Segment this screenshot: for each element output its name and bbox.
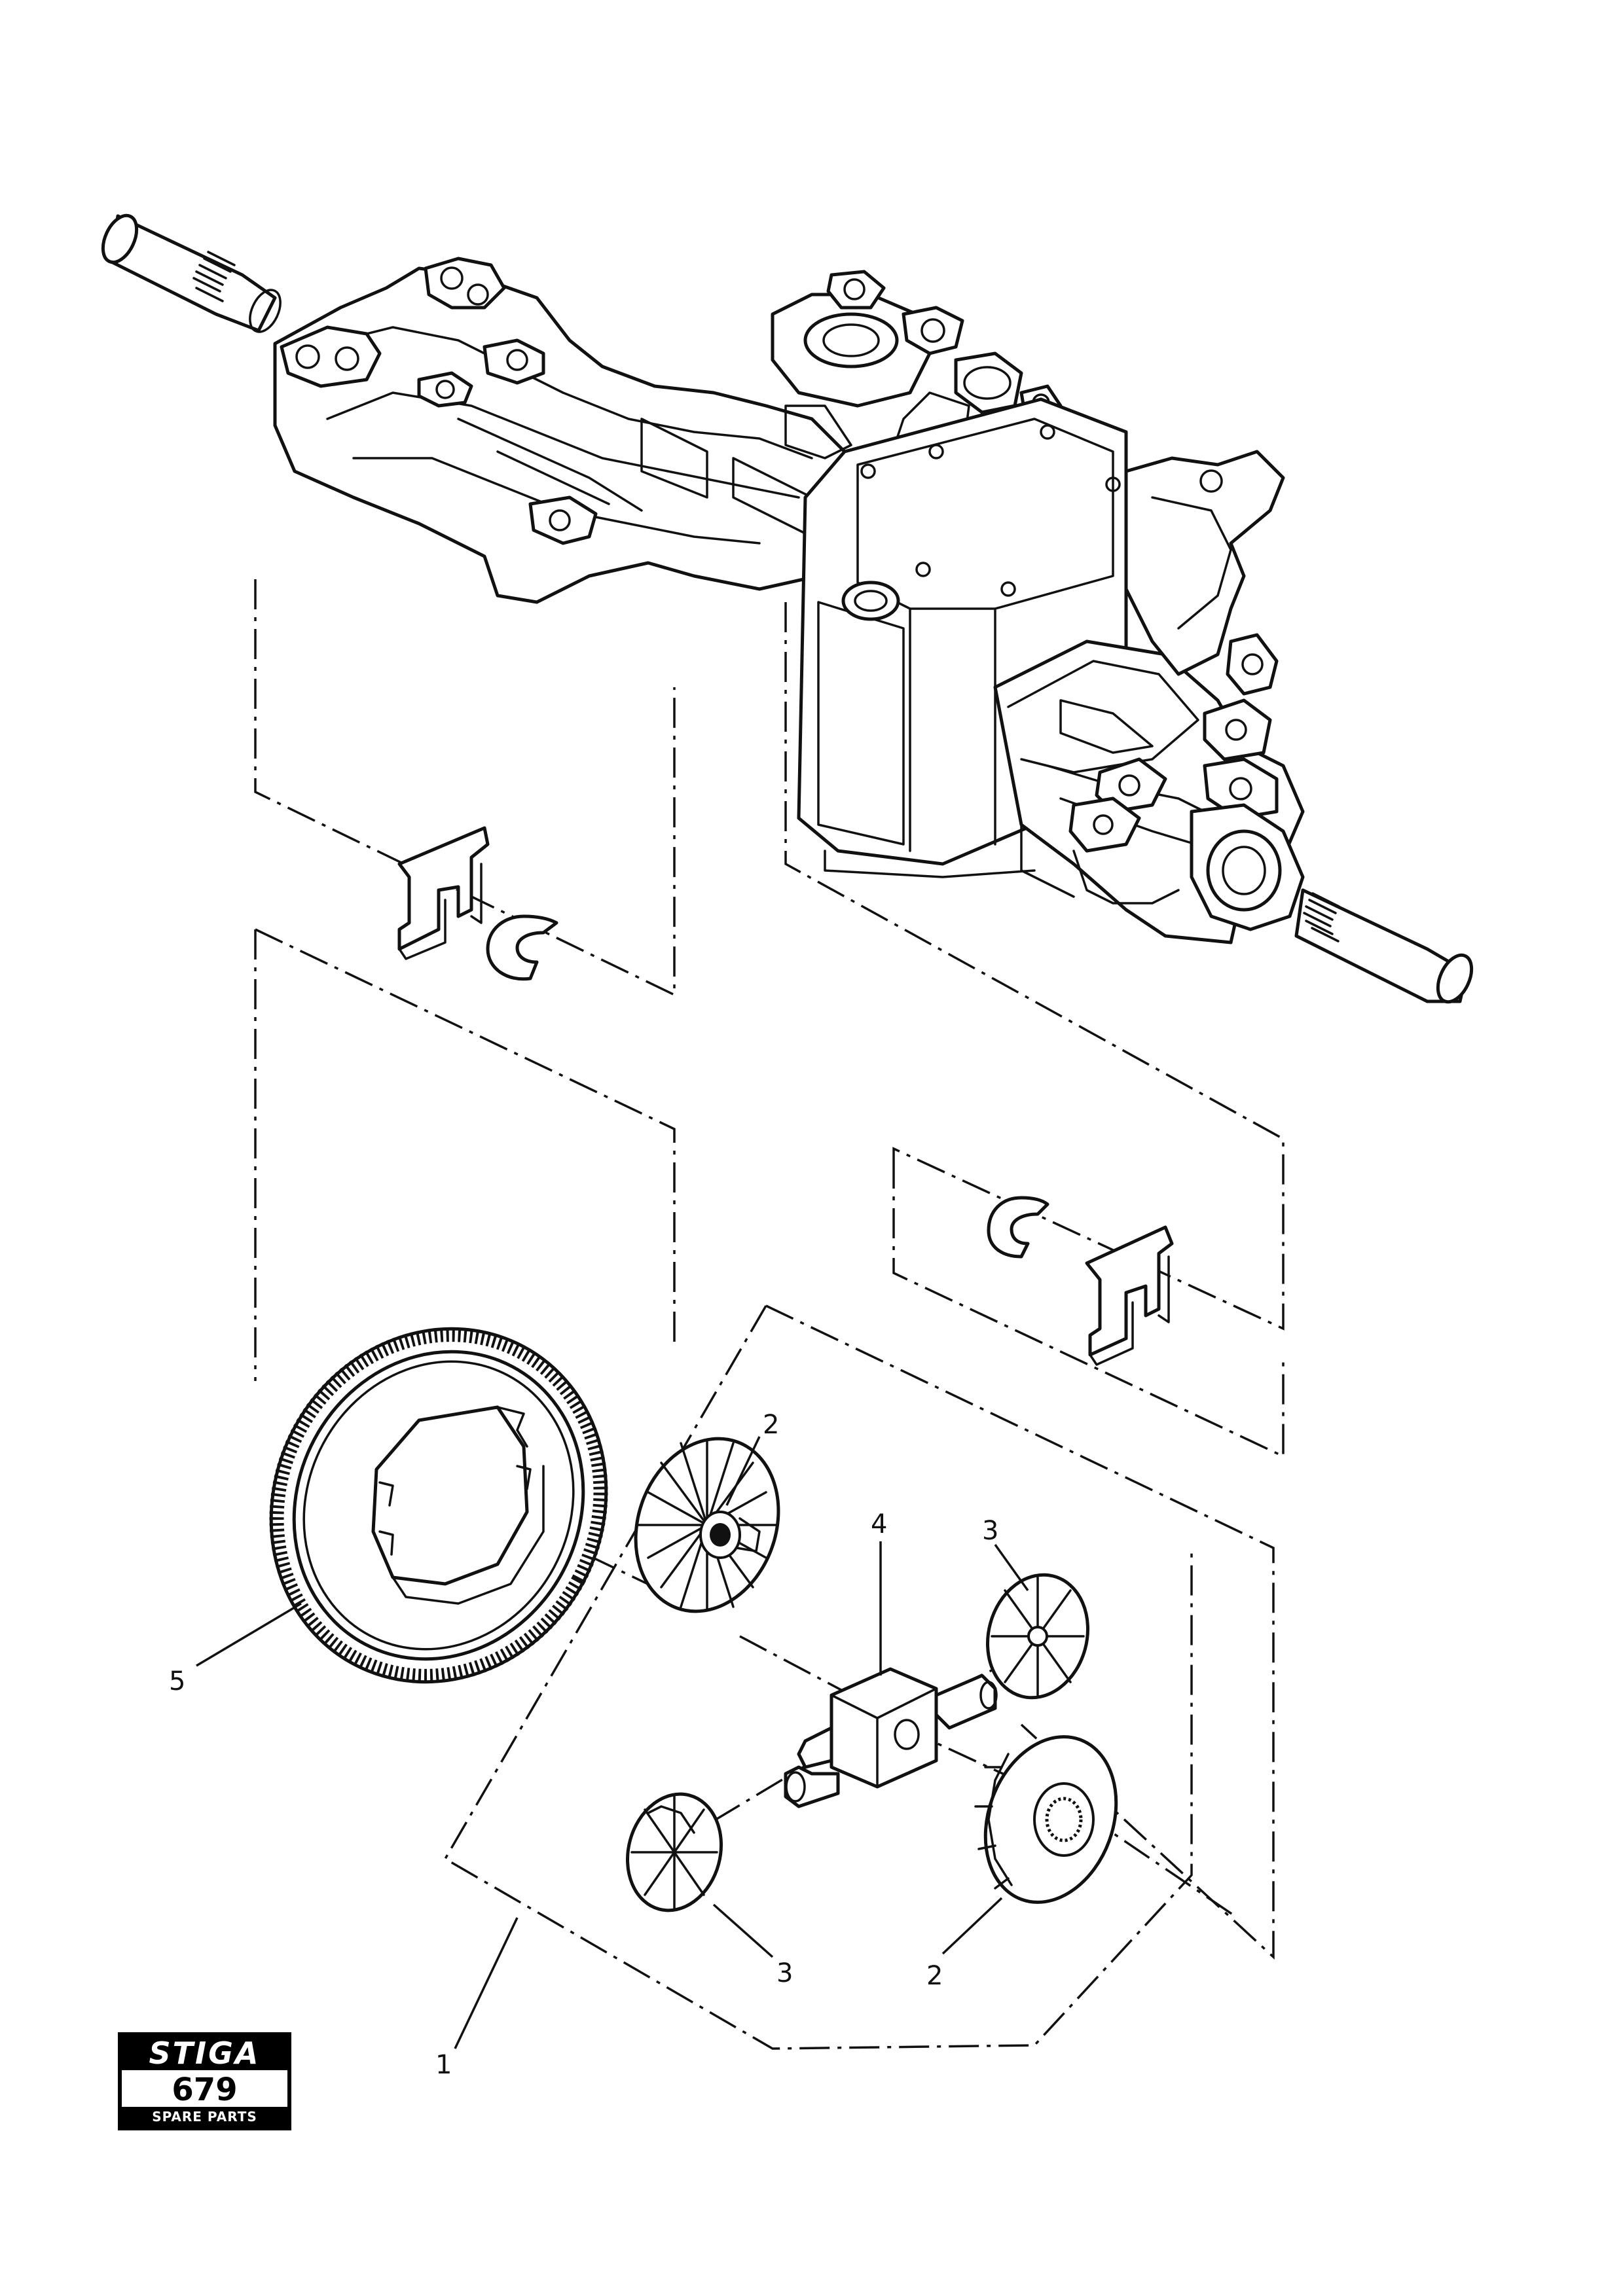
callout-3-lower: 3 [776, 1958, 793, 1988]
guide-frame-right-housing [784, 602, 1285, 1331]
leader-3-lower [712, 1903, 774, 1958]
leader-2-upper [725, 1436, 761, 1506]
right-axle-shaft [1294, 888, 1468, 1003]
transaxle-housing [101, 213, 1474, 1004]
callout-4: 4 [871, 1509, 887, 1539]
ring-gear [269, 1327, 608, 1684]
guide-frame-differential [443, 1305, 1193, 2050]
circlip-left [486, 914, 558, 981]
retaining-clips [397, 826, 1174, 1366]
guide-frame-differential-right [765, 1304, 1275, 1960]
callout-2-upper: 2 [763, 1410, 779, 1440]
bevel-gear-upper [634, 1437, 780, 1613]
callout-1: 1 [435, 2050, 452, 2080]
cross-block [784, 1667, 998, 1808]
callout-2-lower: 2 [926, 1961, 943, 1991]
logo-brand: STIGA [122, 2036, 287, 2070]
shift-fork-clip-right [1085, 1225, 1174, 1357]
guide-frame-right-small [892, 1158, 1285, 1458]
callout-labels: 2 4 3 5 3 2 1 [169, 1410, 998, 2080]
leader-5 [196, 1602, 302, 1667]
leader-3-upper [994, 1543, 1029, 1592]
leader-1 [454, 1917, 519, 2049]
guide-frame-upper-left [254, 579, 676, 997]
callout-3-upper: 3 [982, 1516, 998, 1546]
pinion-gear-left [625, 1792, 723, 1912]
stiga-spare-parts-logo: STIGA 679 SPARE PARTS [118, 2032, 291, 2130]
pinion-gear-right [985, 1573, 1090, 1700]
leader-2-lower [941, 1897, 1003, 1955]
logo-tagline: SPARE PARTS [122, 2107, 287, 2126]
callout-5: 5 [169, 1666, 185, 1696]
shift-fork-clip-left [397, 826, 490, 951]
bevel-gear-lower [974, 1735, 1118, 1904]
logo-model-number: 679 [172, 2072, 238, 2108]
guide-frame-lower-left [254, 928, 676, 1381]
callout-leaders [196, 1436, 1029, 2049]
